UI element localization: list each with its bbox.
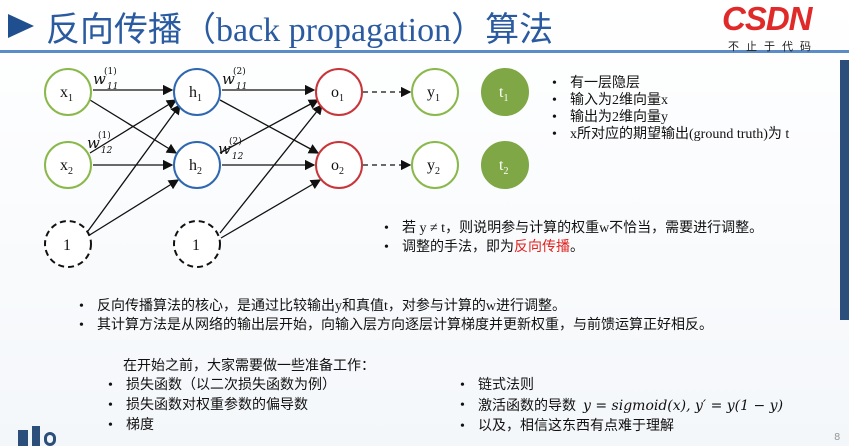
network-description-list: 有一层隐层 输入为2维向量x 输出为2维向量y x所对应的期望输出(ground… — [548, 75, 789, 143]
hidden-bias-node — [173, 220, 221, 268]
list-item: 损失函数对权重参数的偏导数 — [104, 396, 336, 416]
list-item: 输入为2维向量x — [548, 92, 789, 109]
list-item: 调整的手法，即为反向传播。 — [380, 238, 763, 257]
output-to-y-arrows — [363, 86, 412, 171]
label-h1: h1 — [189, 84, 202, 104]
weight-sup-w12-1: (1) — [98, 130, 111, 141]
output-node-o2 — [315, 141, 363, 189]
label-t1: t1 — [499, 84, 508, 104]
list-item: 损失函数（以二次损失函数为例） — [104, 376, 336, 396]
label-y1: y1 — [427, 84, 440, 104]
prep-heading: 在开始之前，大家需要做一些准备工作： — [123, 358, 375, 374]
target-node-t1 — [481, 68, 529, 116]
hidden-node-h2 — [173, 141, 221, 189]
weight-label-w12-2: w12 — [218, 140, 244, 162]
weight-label-w11-1: w11 — [93, 70, 118, 92]
y-node-y1 — [411, 68, 459, 116]
label-bias-2: 1 — [192, 237, 200, 254]
target-node-t2 — [481, 141, 529, 189]
label-h2: h2 — [189, 157, 202, 177]
adjustment-note-list: 若 y ≠ t，则说明参与计算的权重w不恰当，需要进行调整。 调整的手法，即为反… — [380, 219, 763, 257]
list-item: 反向传播算法的核心，是通过比较输出y和真值t，对参与计算的w进行调整。 — [75, 297, 713, 316]
prep-left-list: 损失函数（以二次损失函数为例） 损失函数对权重参数的偏导数 梯度 — [104, 376, 336, 436]
slide-title: 反向传播（back propagation）算法 — [46, 10, 554, 50]
csdn-logo: CSDN 不止于代码 — [722, 0, 818, 53]
label-t2: t2 — [499, 157, 508, 177]
label-y2: y2 — [427, 157, 440, 177]
list-item: 若 y ≠ t，则说明参与计算的权重w不恰当，需要进行调整。 — [380, 219, 763, 238]
list-item: 有一层隐层 — [548, 75, 789, 92]
sigmoid-formula: y = sigmoid(x), y′ = y(1 − y) — [583, 398, 784, 414]
weight-sup-w11-1: (1) — [104, 66, 117, 77]
list-item: 输出为2维向量y — [548, 109, 789, 126]
hidden-node-h1 — [173, 68, 221, 116]
footer-logo — [18, 424, 78, 446]
prep-right-list: 链式法则 激活函数的导数 y = sigmoid(x), y′ = y(1 − … — [456, 376, 783, 437]
list-item: 激活函数的导数 y = sigmoid(x), y′ = y(1 − y) — [456, 396, 783, 417]
list-item: 梯度 — [104, 416, 336, 436]
weight-label-w12-1: w12 — [87, 134, 113, 156]
input-node-x1 — [44, 68, 92, 116]
weight-sup-w11-2: (2) — [233, 66, 246, 77]
title-arrow-icon — [8, 14, 34, 38]
list-item: 链式法则 — [456, 376, 783, 396]
page-number: 8 — [834, 432, 841, 443]
y-node-y2 — [411, 141, 459, 189]
output-node-o1 — [315, 68, 363, 116]
neural-network-diagram: x1 x2 1 h1 h2 1 o1 o2 y1 y2 t1 t2 w11 (1… — [44, 66, 529, 268]
list-item: 以及，相信这东西有点难于理解 — [456, 417, 783, 437]
highlight-backprop: 反向传播 — [514, 240, 570, 255]
label-x1: x1 — [60, 84, 73, 104]
core-idea-list: 反向传播算法的核心，是通过比较输出y和真值t，对参与计算的w进行调整。 其计算方… — [75, 297, 713, 335]
label-bias-1: 1 — [63, 237, 71, 254]
input-node-x2 — [44, 141, 92, 189]
list-item: 其计算方法是从网络的输出层开始，向输入层方向逐层计算梯度并更新权重，与前馈运算正… — [75, 316, 713, 335]
layer2-connections — [219, 84, 323, 239]
input-bias-node — [44, 220, 92, 268]
label-o1: o1 — [331, 84, 344, 104]
label-o2: o2 — [331, 157, 344, 177]
title-underline — [0, 50, 849, 53]
weight-label-w11-2: w11 — [222, 70, 247, 92]
right-edge-bar — [840, 60, 849, 320]
list-item: x所对应的期望输出(ground truth)为 t — [548, 126, 789, 143]
weight-sup-w12-2: (2) — [229, 136, 242, 147]
layer1-connections — [87, 84, 181, 237]
label-x2: x2 — [60, 157, 73, 177]
